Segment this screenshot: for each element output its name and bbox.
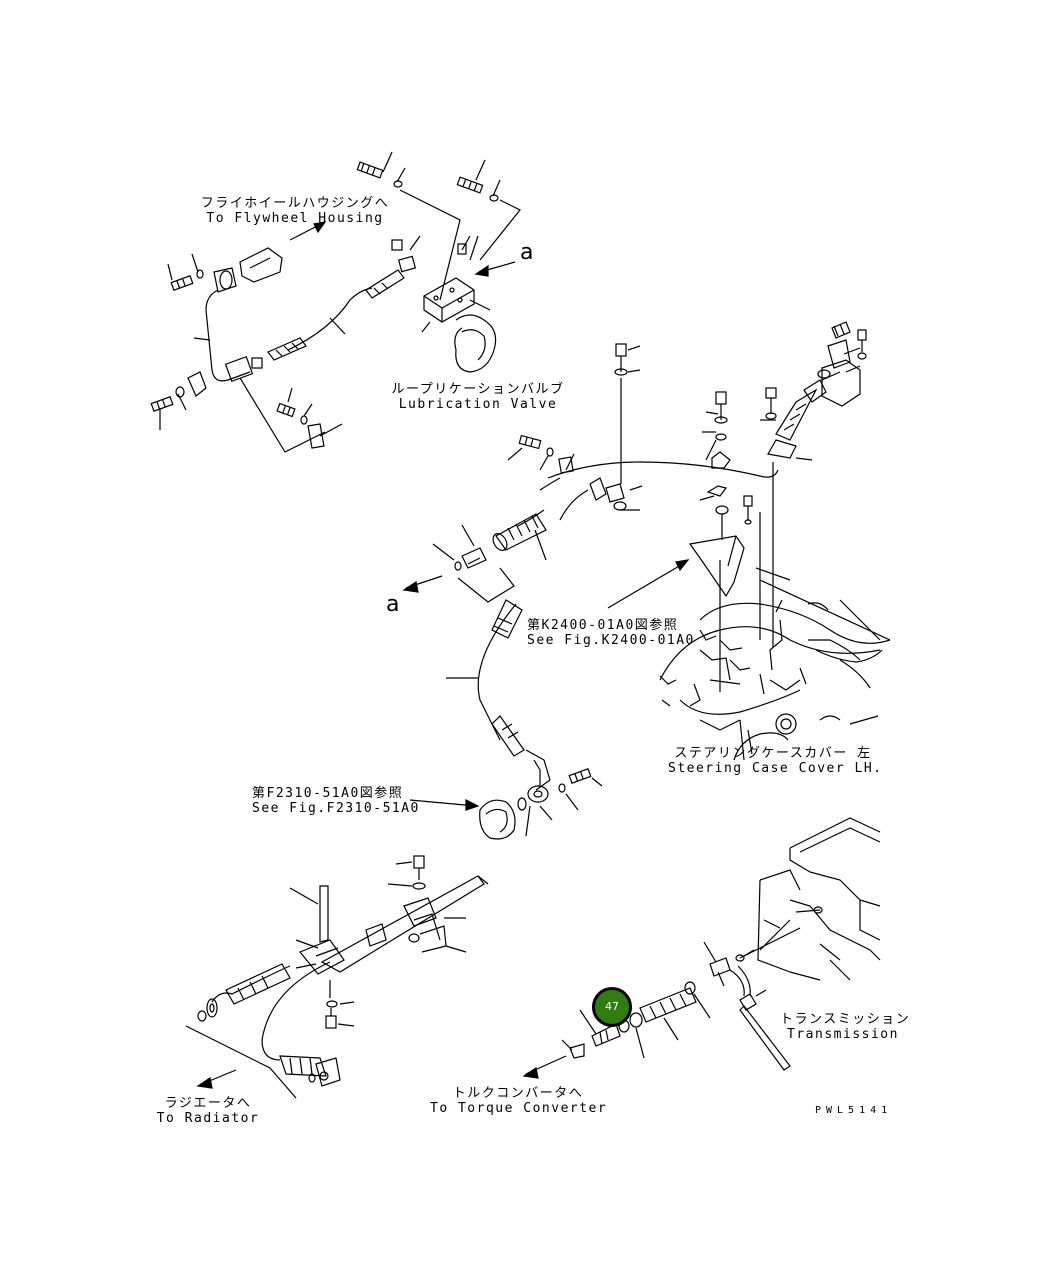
fig-f2310-label-en: See Fig.F2310-51A0: [252, 801, 420, 816]
transmission-label-jp: トランスミッション: [780, 1012, 911, 1027]
drawing-code: PWL5141: [815, 1105, 893, 1116]
lubrication-valve-label: ループリケーションバルブ Lubrication Valve: [388, 382, 568, 412]
flywheel-group: [150, 151, 521, 453]
fig-f2310-label: 第F2310-51A0図参照 See Fig.F2310-51A0: [252, 786, 420, 816]
fig-f2310-label-jp: 第F2310-51A0図参照: [252, 786, 404, 801]
lubrication-valve-label-en: Lubrication Valve: [398, 397, 558, 412]
torque-converter-label-jp: トルクコンバータへ: [452, 1086, 584, 1101]
center-hose-group: [402, 343, 779, 840]
flywheel-label: フライホイールハウジングへ To Flywheel Housing: [200, 196, 390, 226]
flywheel-label-jp: フライホイールハウジングへ: [200, 196, 390, 211]
transmission-group: [522, 817, 881, 1079]
flywheel-label-en: To Flywheel Housing: [206, 211, 384, 226]
steering-group: [607, 321, 891, 761]
fig-k2400-label: 第K2400-01A0図参照 See Fig.K2400-01A0: [527, 618, 695, 648]
radiator-label-en: To Radiator: [156, 1111, 260, 1126]
ref-letter-a-upper: a: [520, 240, 534, 265]
radiator-group: [185, 855, 489, 1099]
transmission-label: トランスミッション Transmission: [780, 1012, 911, 1042]
steering-case-label-jp: ステアリングケースカバー 左: [674, 746, 872, 761]
ref-letter-a-lower: a: [386, 592, 400, 617]
part-callout-47[interactable]: 47: [592, 987, 632, 1027]
lubrication-valve-shape: [391, 235, 516, 373]
radiator-label-jp: ラジエータへ: [164, 1096, 252, 1111]
torque-converter-label: トルクコンバータへ To Torque Converter: [430, 1086, 606, 1116]
transmission-label-en: Transmission: [787, 1027, 899, 1042]
steering-case-label-en: Steering Case Cover LH.: [668, 761, 883, 776]
torque-converter-label-en: To Torque Converter: [430, 1101, 608, 1116]
lubrication-valve-label-jp: ループリケーションバルブ: [391, 382, 565, 397]
fig-k2400-label-en: See Fig.K2400-01A0: [527, 633, 695, 648]
steering-case-label: ステアリングケースカバー 左 Steering Case Cover LH.: [668, 746, 883, 776]
radiator-label: ラジエータへ To Radiator: [150, 1096, 266, 1126]
fig-k2400-label-jp: 第K2400-01A0図参照: [527, 618, 679, 633]
